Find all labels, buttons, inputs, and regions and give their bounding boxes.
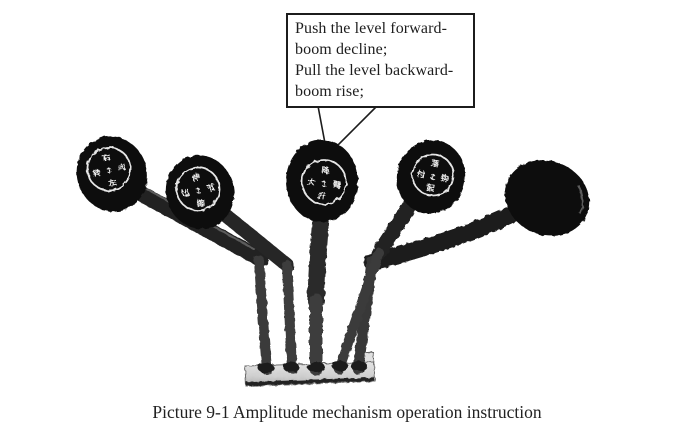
- knob-label-bottom: 升: [318, 190, 327, 201]
- callout-line: Push the level forward-: [295, 20, 448, 37]
- knob-face: 落 ↕ 起 付 钩: [407, 149, 459, 201]
- boom-lever-knob: 降 ↕ 升 大 臂: [286, 140, 358, 222]
- knob-body: [504, 160, 590, 236]
- knob-label-left: 转: [92, 167, 102, 179]
- steering-lever-post: [254, 255, 272, 375]
- boot: [351, 361, 367, 371]
- knob-label-bottom: 起: [425, 182, 437, 194]
- callout-line: boom decline;: [295, 41, 388, 58]
- knob-face-disc: [171, 162, 225, 216]
- knob-label-right: 节: [206, 182, 216, 193]
- steering-lever-knob: 右 ↕ 左 转 向: [76, 136, 148, 212]
- knob-label-top: 右: [100, 152, 111, 164]
- knob-label-right: 臂: [332, 179, 341, 190]
- arrow-icon: ↕: [194, 186, 203, 197]
- knob-label-bottom: 左: [106, 177, 117, 189]
- hook-lever-post: [334, 248, 384, 374]
- knob-face: 伸 ↕ 缩 出 节: [171, 162, 225, 216]
- boot: [332, 361, 348, 371]
- knob-face-disc: [82, 142, 136, 196]
- knob-label-bottom: 缩: [196, 197, 206, 208]
- telescope-lever-knob: 伸 ↕ 缩 出 节: [165, 155, 235, 229]
- hook-lever-knob: 落 ↕ 起 付 钩: [396, 140, 466, 214]
- plain-lever-arm: [363, 202, 527, 271]
- knob-face-ring: [411, 153, 455, 197]
- knob-label-top: 降: [321, 165, 331, 176]
- callout-line: boom rise;: [295, 83, 364, 100]
- knob-label-left: 出: [181, 187, 191, 198]
- knob-label-left: 大: [306, 176, 315, 187]
- knob-face-ring: [175, 166, 221, 212]
- knob-face: 右 ↕ 左 转 向: [82, 142, 136, 196]
- knob-label-left: 付: [416, 168, 426, 179]
- callout-line: Pull the level backward-: [295, 62, 454, 79]
- base-plate-shadow-edge: [245, 377, 375, 386]
- knob-face-ring: [301, 159, 347, 205]
- knob-label-top: 落: [430, 158, 441, 169]
- knob-face-disc: [296, 154, 352, 210]
- boot: [307, 362, 325, 372]
- boot: [258, 363, 274, 373]
- knob-label-right: 向: [117, 161, 127, 173]
- arrow-icon: ↕: [105, 166, 115, 178]
- telescope-lever-post: [282, 260, 297, 374]
- plain-lever-knob: [504, 160, 590, 236]
- callout-box: Push the level forward- boom decline; Pu…: [286, 13, 475, 108]
- knob-label-right: 钩: [440, 172, 450, 183]
- arrow-icon: ↕: [319, 180, 328, 191]
- knob-face: 降 ↕ 升 大 臂: [296, 154, 352, 210]
- boot: [283, 362, 299, 372]
- figure-caption: Picture 9-1 Amplitude mechanism operatio…: [152, 402, 542, 422]
- knob-face-disc: [407, 149, 459, 201]
- knob-face-ring: [86, 146, 132, 192]
- shaft-boots: [258, 361, 367, 373]
- knob-label-top: 伸: [190, 172, 201, 183]
- arrow-icon: ↕: [428, 172, 437, 183]
- knob-highlight: [577, 184, 584, 215]
